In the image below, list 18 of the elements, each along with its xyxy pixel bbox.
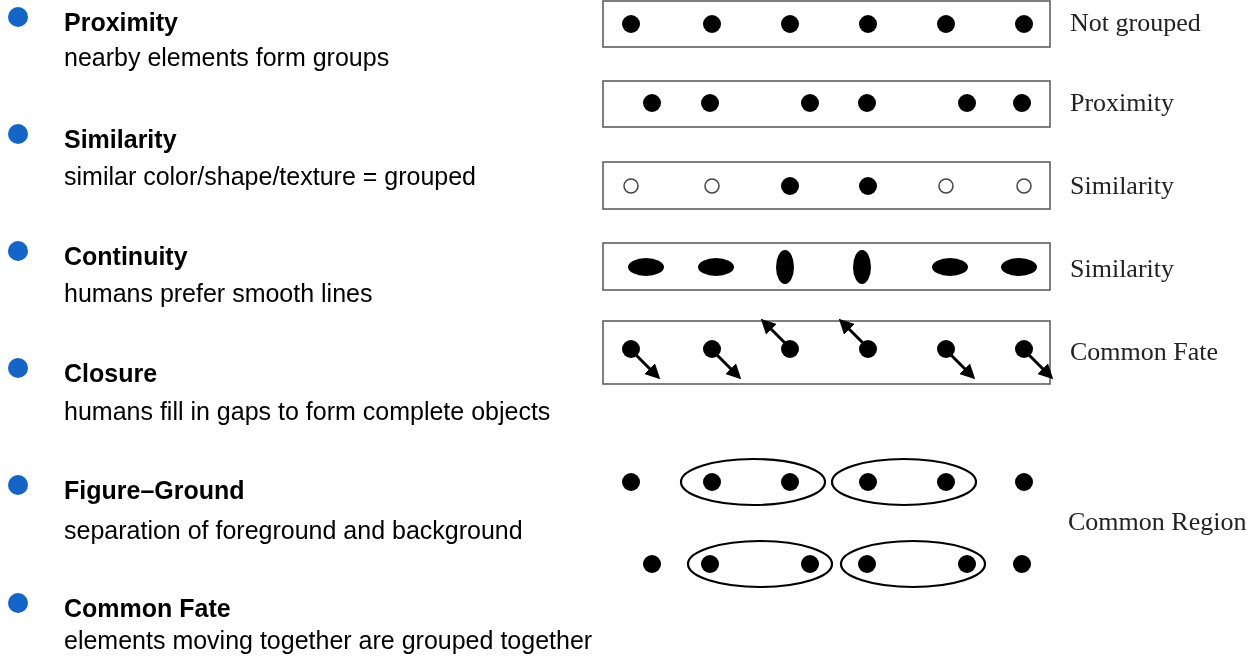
example-caption: Common Region <box>1068 508 1247 536</box>
example-caption: Not grouped <box>1070 9 1201 37</box>
example-caption: Common Fate <box>1070 338 1219 366</box>
principle-description: separation of foreground and background <box>64 516 523 544</box>
principle-heading: Closure <box>64 358 158 388</box>
example-caption: Similarity <box>1070 255 1174 283</box>
principle-description: nearby elements form groups <box>64 43 390 71</box>
principle-heading: Similarity <box>64 124 177 154</box>
principle-heading: Common Fate <box>64 593 231 623</box>
principle-description: humans prefer smooth lines <box>64 279 373 307</box>
principle-description: elements moving together are grouped together <box>64 626 593 654</box>
principle-heading: Proximity <box>64 7 178 37</box>
principle-heading: Figure–Ground <box>64 475 245 505</box>
principle-description: humans fill in gaps to form complete objects <box>64 397 551 425</box>
example-caption: Proximity <box>1070 89 1174 117</box>
principle-heading: Continuity <box>64 241 188 271</box>
principle-description: similar color/shape/texture = grouped <box>64 162 477 190</box>
example-caption: Similarity <box>1070 172 1174 200</box>
